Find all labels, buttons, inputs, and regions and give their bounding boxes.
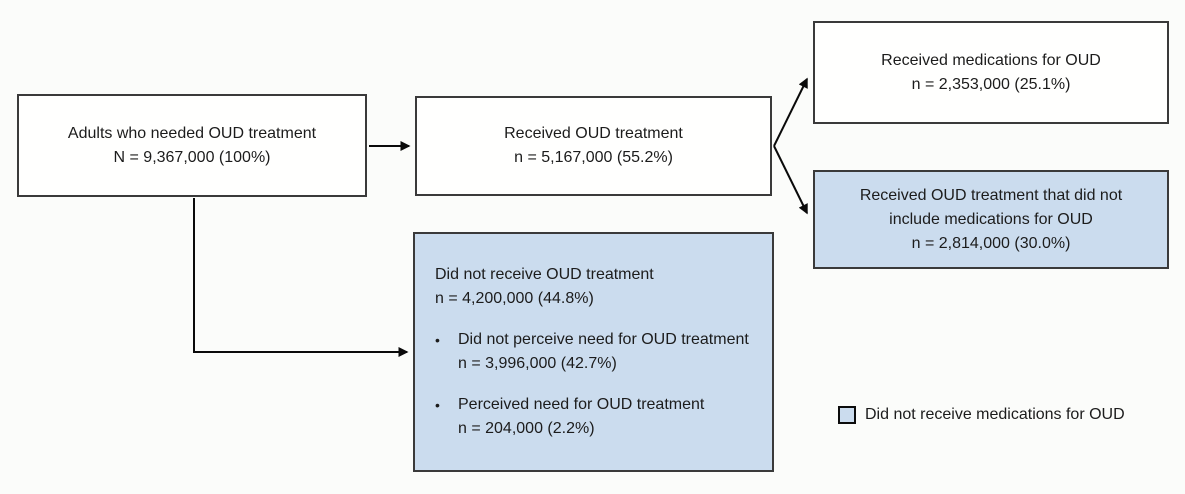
- bullet-perceived-need: • Perceived need for OUD treatment n = 2…: [435, 393, 704, 441]
- bullet-value: n = 3,996,000 (42.7%): [458, 355, 617, 372]
- bullet-value: n = 204,000 (2.2%): [458, 420, 595, 437]
- bullet-body: Perceived need for OUD treatment n = 204…: [458, 393, 704, 441]
- box-received-medications: Received medications for OUD n = 2,353,0…: [813, 21, 1169, 124]
- box-received-label: Received OUD treatment: [504, 125, 683, 142]
- bullet-icon: •: [435, 397, 440, 413]
- box-medications-value: n = 2,353,000 (25.1%): [911, 75, 1071, 93]
- bullet-label: Perceived need for OUD treatment: [458, 396, 705, 413]
- arrow-branch-to-medications: [773, 77, 808, 147]
- arrow-branch-to-no-medications: [773, 145, 808, 215]
- box-adults-label: Adults who needed OUD treatment: [67, 124, 317, 142]
- bullet-did-not-perceive-need: • Did not perceive need for OUD treatmen…: [435, 328, 749, 376]
- box-did-not-receive-treatment: Did not receive OUD treatment n = 4,200,…: [413, 232, 774, 472]
- box-medications-label: Received medications for OUD: [881, 51, 1101, 69]
- legend: Did not receive medications for OUD: [838, 406, 1125, 424]
- box-no-medications-label: Received OUD treatment that did not incl…: [859, 186, 1123, 228]
- box-adults-value: N = 9,367,000 (100%): [113, 148, 271, 166]
- box-not-received-value: n = 4,200,000 (44.8%): [435, 290, 594, 307]
- box-received-treatment: Received OUD treatment n = 5,167,000 (55…: [415, 96, 772, 196]
- box-no-medications-value: n = 2,814,000 (30.0%): [911, 234, 1071, 252]
- bullet-icon: •: [435, 332, 440, 348]
- bullet-body: Did not perceive need for OUD treatment …: [458, 328, 749, 376]
- legend-swatch-icon: [838, 406, 856, 424]
- box-received-value: n = 5,167,000 (55.2%): [514, 149, 673, 166]
- box-not-received-label: Did not receive OUD treatment: [435, 266, 654, 283]
- box-treatment-without-medications: Received OUD treatment that did not incl…: [813, 170, 1169, 269]
- legend-label: Did not receive medications for OUD: [865, 406, 1125, 423]
- box-adults-needed-treatment: Adults who needed OUD treatment N = 9,36…: [17, 94, 367, 197]
- box-not-received-head: Did not receive OUD treatment n = 4,200,…: [435, 263, 654, 311]
- bullet-label: Did not perceive need for OUD treatment: [458, 331, 749, 348]
- arrow-elbow-to-not-received: [193, 198, 409, 357]
